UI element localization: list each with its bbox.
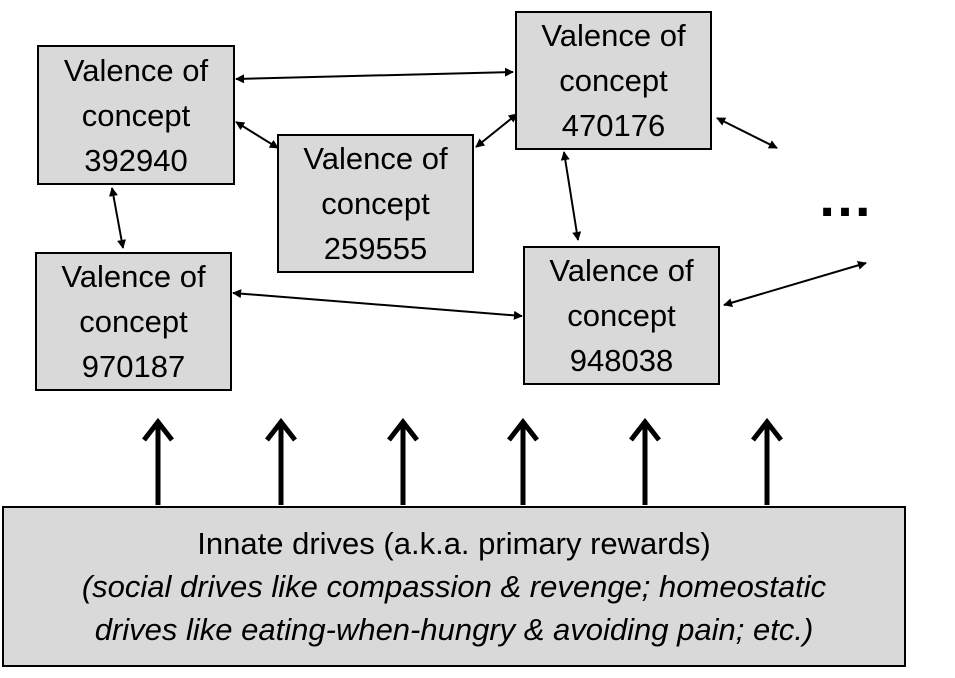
node-line2: concept xyxy=(567,298,676,333)
drive-arrow-2 xyxy=(265,417,297,505)
drive-arrows xyxy=(142,417,783,505)
node-code: 392940 xyxy=(84,142,188,178)
link-948038-offscreen xyxy=(723,260,867,308)
node-line2: concept xyxy=(79,304,188,339)
node-line2: concept xyxy=(321,186,430,221)
drives-description-line1: (social drives like compassion & revenge… xyxy=(81,569,827,604)
valence-node-970187: Valence of concept 970187 xyxy=(35,252,232,391)
valence-node-392940: Valence of concept 392940 xyxy=(37,45,235,185)
node-label: Valence of xyxy=(63,52,209,88)
drive-arrow-5 xyxy=(629,417,661,505)
node-line2: concept xyxy=(559,63,668,98)
node-label: Valence of xyxy=(61,259,206,294)
link-392940-970187 xyxy=(109,187,126,249)
node-code: 259555 xyxy=(323,231,428,266)
link-259555-470176 xyxy=(475,113,518,148)
valence-node-948038: Valence of concept 948038 xyxy=(523,246,720,385)
drive-arrow-6 xyxy=(751,417,783,505)
drive-arrow-3 xyxy=(387,417,419,505)
node-code: 970187 xyxy=(81,349,186,384)
valence-node-259555: Valence of concept 259555 xyxy=(277,134,474,273)
link-470176-offscreen xyxy=(716,117,778,149)
node-label: Valence of xyxy=(541,18,686,53)
link-392940-259555 xyxy=(235,121,279,149)
link-970187-948038 xyxy=(232,289,523,320)
valence-node-470176: Valence of concept 470176 xyxy=(515,11,712,150)
drives-title: Innate drives (a.k.a. primary rewards) xyxy=(197,526,711,561)
drives-description-line2: drives like eating-when-hungry & avoidin… xyxy=(94,612,814,647)
drive-arrow-1 xyxy=(142,417,174,505)
link-470176-948038 xyxy=(560,151,582,241)
node-code: 470176 xyxy=(561,108,666,143)
node-code: 948038 xyxy=(569,343,674,378)
drive-arrow-4 xyxy=(507,417,539,505)
node-line2: concept xyxy=(81,97,191,133)
node-label: Valence of xyxy=(303,141,448,176)
node-label: Valence of xyxy=(549,253,694,288)
more-nodes-ellipsis: … xyxy=(817,165,875,228)
innate-drives-box: Innate drives (a.k.a. primary rewards) (… xyxy=(2,506,906,667)
link-392940-470176 xyxy=(235,67,514,84)
